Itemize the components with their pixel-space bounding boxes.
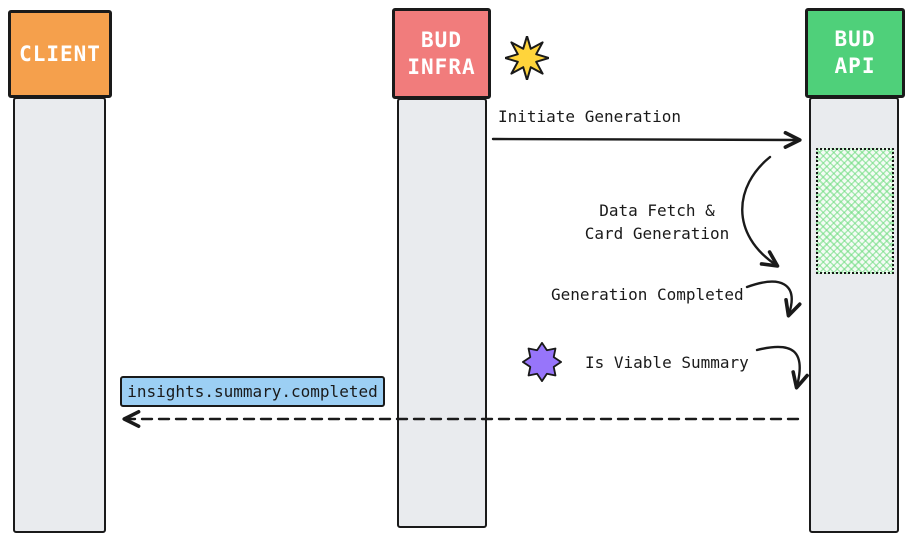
message-is-viable-summary: Is Viable Summary [585,353,749,372]
purple-burst-icon [522,342,562,382]
bud-infra-lifeline [397,98,487,528]
activation-region [816,148,894,274]
data-fetch-arrow [741,155,780,268]
actor-bud-infra: BUD INFRA [392,8,491,99]
generation-completed-arrow [745,280,802,318]
client-lifeline [13,97,106,533]
message-data-fetch-line1: Data Fetch & [599,201,715,220]
actor-client-label: CLIENT [19,41,101,66]
message-initiate-generation: Initiate Generation [498,107,682,126]
message-data-fetch: Data Fetch & Card Generation [567,199,747,245]
yellow-star-icon [505,36,549,80]
message-generation-completed: Generation Completed [551,285,744,304]
actor-client: CLIENT [8,10,112,98]
initiate-generation-arrow [491,130,802,149]
actor-bud-infra-label-line2: INFRA [407,54,476,79]
actor-bud-api: BUD API [805,8,905,98]
actor-bud-api-label-line1: BUD [834,27,876,51]
message-data-fetch-line2: Card Generation [584,224,730,243]
actor-bud-infra-label-line1: BUD [421,27,462,52]
actor-bud-api-label-line2: API [834,54,876,78]
is-viable-summary-arrow [755,345,809,390]
summary-completed-badge-label: insights.summary.completed [127,382,378,401]
summary-completed-badge: insights.summary.completed [120,376,385,407]
